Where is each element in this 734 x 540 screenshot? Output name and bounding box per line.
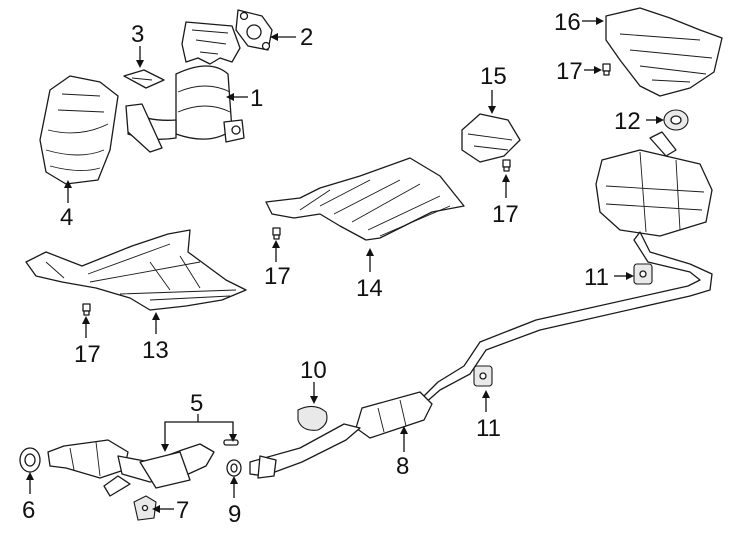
callout-3: 3: [131, 21, 144, 48]
part-11-hanger-right[interactable]: [633, 263, 653, 285]
callout-2: 2: [300, 24, 313, 51]
callout-16: 16: [554, 9, 581, 36]
part-17-bolt-b[interactable]: [502, 159, 511, 172]
part-17-bolt-c[interactable]: [272, 227, 281, 240]
callout-17-b: 17: [492, 201, 519, 228]
callout-13: 13: [142, 337, 169, 364]
callout-11-right: 11: [584, 264, 609, 291]
callout-8: 8: [396, 453, 409, 480]
callout-17-d: 17: [74, 341, 101, 368]
part-3-gasket[interactable]: [123, 69, 165, 89]
part-9-gasket[interactable]: [226, 459, 242, 477]
callout-17-c: 17: [264, 263, 291, 290]
part-17-bolt-d[interactable]: [82, 303, 91, 316]
callout-10: 10: [300, 357, 327, 384]
part-1-catalytic-converter[interactable]: [125, 21, 245, 153]
callout-6: 6: [22, 497, 35, 524]
part-10-gasket[interactable]: [297, 405, 328, 431]
part-17-bolt-a[interactable]: [602, 63, 611, 76]
callout-12: 12: [614, 108, 641, 135]
part-2-gasket[interactable]: [235, 9, 273, 51]
part-5-front-pipe[interactable]: [47, 439, 239, 497]
muffler[interactable]: [595, 131, 713, 237]
callout-7: 7: [176, 497, 189, 524]
part-16-heat-shield[interactable]: [605, 7, 723, 97]
part-8-exhaust-pipe[interactable]: [249, 231, 713, 479]
callout-4: 4: [60, 204, 73, 231]
part-11-hanger-center[interactable]: [473, 365, 493, 387]
part-14-heat-shield[interactable]: [265, 157, 465, 241]
callout-9: 9: [228, 501, 241, 528]
part-4-heat-shield[interactable]: [39, 75, 119, 185]
callout-1: 1: [250, 85, 263, 112]
part-12-rubber-mount[interactable]: [663, 109, 689, 131]
callout-5: 5: [190, 390, 203, 417]
callout-11-center: 11: [476, 415, 501, 442]
part-6-gasket[interactable]: [19, 447, 41, 473]
callout-15: 15: [480, 63, 507, 90]
leader-lines: [26, 17, 664, 513]
part-13-heat-shield[interactable]: [25, 229, 247, 311]
callout-17-a: 17: [556, 58, 583, 85]
part-7-hanger[interactable]: [133, 495, 157, 521]
part-15-bracket[interactable]: [461, 113, 521, 163]
callout-14: 14: [356, 275, 383, 302]
callout-labels: 1 2 3 4 5 6 7 8 9 10 11 11 12 13 14 15 1…: [22, 9, 641, 528]
